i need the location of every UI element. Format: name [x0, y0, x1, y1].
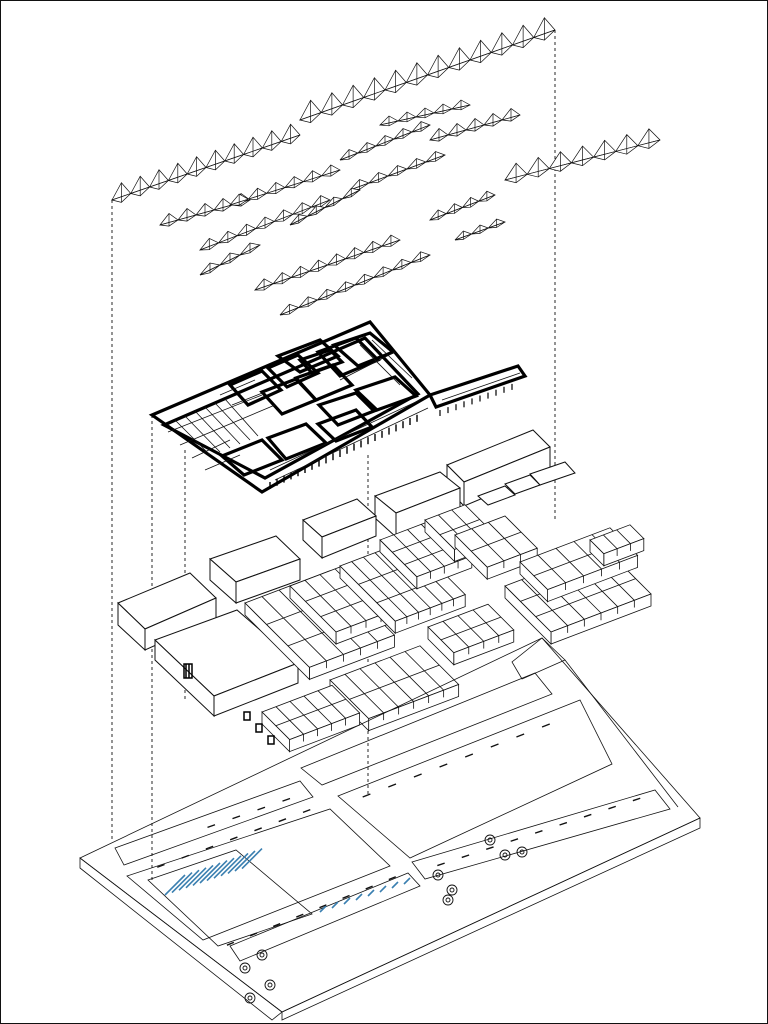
road-marking [296, 913, 304, 918]
roof-folded-plate [228, 164, 341, 206]
road-marking [534, 830, 543, 834]
site-layer [79, 637, 701, 1021]
roof-folded-plate [504, 128, 661, 184]
road-marking [439, 763, 448, 768]
road-marking [302, 809, 311, 814]
parking-stripe [234, 850, 256, 872]
parking-stripe [213, 857, 235, 879]
parking-stripe [199, 862, 221, 884]
tree-icon [264, 979, 276, 991]
road-marking [226, 941, 235, 946]
tree-icon [244, 992, 256, 1004]
structure-layer [148, 320, 528, 494]
road-marking [181, 854, 190, 859]
parking-stripe [241, 848, 263, 870]
tree-icon [442, 894, 454, 906]
tree-icon [516, 846, 528, 858]
roof-folded-plate [253, 234, 401, 291]
road-marking [254, 827, 262, 832]
parking-stripe [185, 867, 207, 889]
building-room-grid [261, 684, 361, 753]
parking-stripe [367, 889, 375, 897]
parking-stripe [379, 885, 387, 893]
roof-folded-plate [378, 99, 471, 127]
road-marking [205, 845, 214, 850]
parking-stripe [206, 860, 228, 882]
parking-stripe [171, 872, 193, 894]
road-marking [490, 743, 499, 748]
road-marking [249, 932, 258, 937]
roof-folded-plate [289, 187, 362, 226]
road-marking [157, 863, 165, 868]
tree-icon [446, 884, 458, 896]
road-marking [282, 797, 291, 802]
road-marking [278, 818, 287, 823]
roof-folded-plate [110, 123, 301, 203]
roof-folded-plate [198, 195, 331, 251]
road-marking [583, 813, 592, 818]
tree-icon [432, 869, 444, 881]
road-marking [365, 885, 373, 890]
road-marking [232, 815, 241, 820]
road-marking [362, 793, 371, 798]
parking-stripe [391, 881, 399, 889]
parking-stripe [192, 864, 214, 886]
building-room-grid [589, 524, 645, 567]
building-room-grid [339, 538, 466, 635]
tree-icon [239, 962, 251, 974]
parking-stripe [164, 874, 186, 896]
road-marking [388, 876, 397, 881]
building-room-grid [427, 603, 515, 666]
road-marking [632, 797, 641, 802]
road-marking [413, 773, 422, 778]
parking-stripe [331, 901, 339, 909]
road-marking [388, 783, 397, 788]
building-room-grid [454, 515, 538, 581]
road-marking [319, 904, 327, 909]
road-marking [464, 753, 474, 758]
roof-folded-plate [428, 190, 496, 221]
road-marking [257, 806, 266, 811]
road-marking [342, 894, 350, 899]
road-marking [608, 805, 616, 810]
road-marking [229, 836, 238, 841]
road-marking [207, 824, 216, 829]
parking-stripe [220, 855, 242, 877]
road-marking [461, 854, 470, 859]
roof-folded-plate [339, 121, 431, 161]
roof-folded-plate [279, 251, 432, 316]
parking-stripe [355, 893, 363, 901]
parking-stripe [343, 897, 351, 905]
tree-icon [256, 949, 268, 961]
roof-folded-plate [298, 17, 556, 124]
road-marking [272, 922, 281, 928]
roof-folded-plate [199, 242, 262, 276]
parking-stripe [227, 852, 249, 874]
roof-layer [110, 17, 661, 316]
road-marking [516, 733, 525, 738]
road-marking [559, 821, 568, 826]
roof-folded-plate [159, 193, 251, 227]
road-marking [541, 723, 551, 728]
parking-stripe [403, 877, 411, 885]
parking-stripe [178, 869, 200, 891]
road-marking [437, 862, 445, 867]
roof-folded-plate [454, 218, 507, 241]
roof-folded-plate [349, 151, 447, 191]
road-marking [510, 838, 519, 842]
tree-icon [499, 849, 511, 861]
roof-folded-plate [429, 108, 521, 142]
tree-icon [484, 834, 496, 846]
road-marking [486, 846, 494, 851]
parking-stripe [319, 905, 327, 913]
buildings-layer [117, 429, 652, 753]
